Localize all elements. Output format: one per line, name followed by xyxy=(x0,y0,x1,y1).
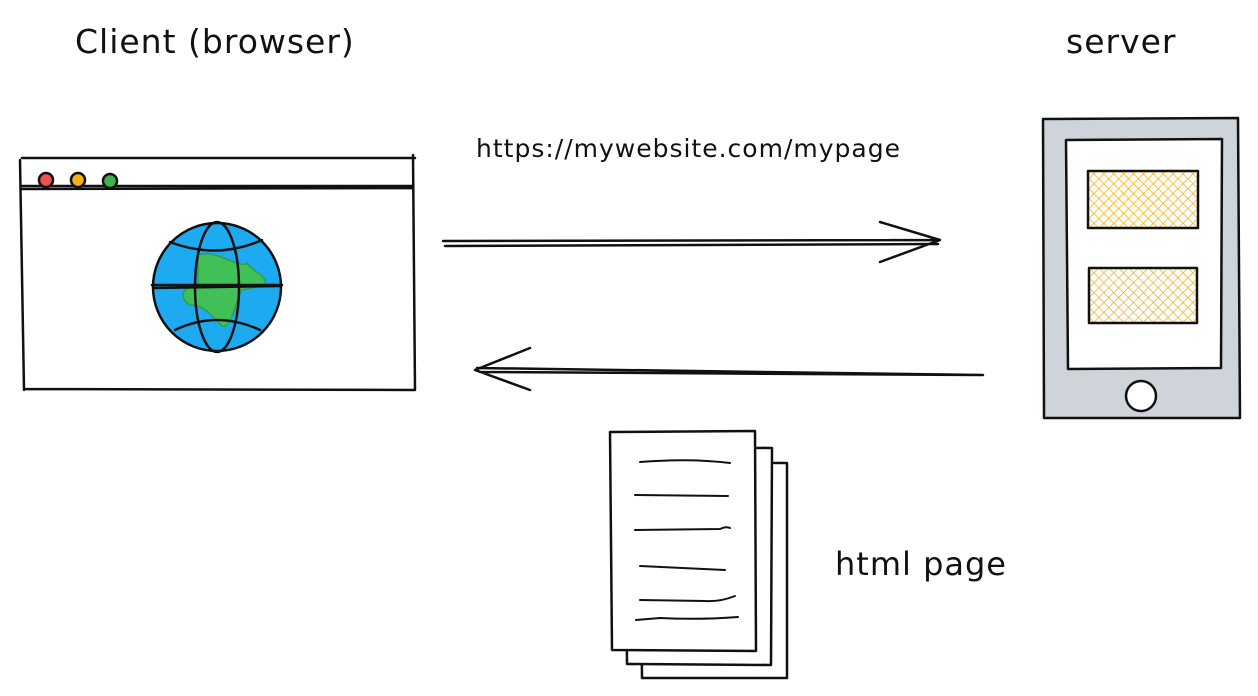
client-label: Client (browser) xyxy=(75,22,355,61)
maximize-dot-icon xyxy=(101,172,119,190)
url-label: https://mywebsite.com/mypage xyxy=(476,134,901,163)
response-arrow xyxy=(473,346,985,392)
browser-window xyxy=(18,153,417,392)
close-dot-icon xyxy=(37,171,55,189)
server-label: server xyxy=(1066,22,1177,61)
html-page-stack-icon xyxy=(608,429,789,680)
minimize-dot-icon xyxy=(69,171,87,189)
server-icon xyxy=(1041,116,1242,420)
globe-icon xyxy=(150,220,284,354)
home-button-icon xyxy=(1124,379,1158,413)
html-page-label: html page xyxy=(835,545,1007,583)
request-arrow xyxy=(441,220,942,264)
server-block xyxy=(1086,169,1200,230)
server-block xyxy=(1087,266,1199,325)
